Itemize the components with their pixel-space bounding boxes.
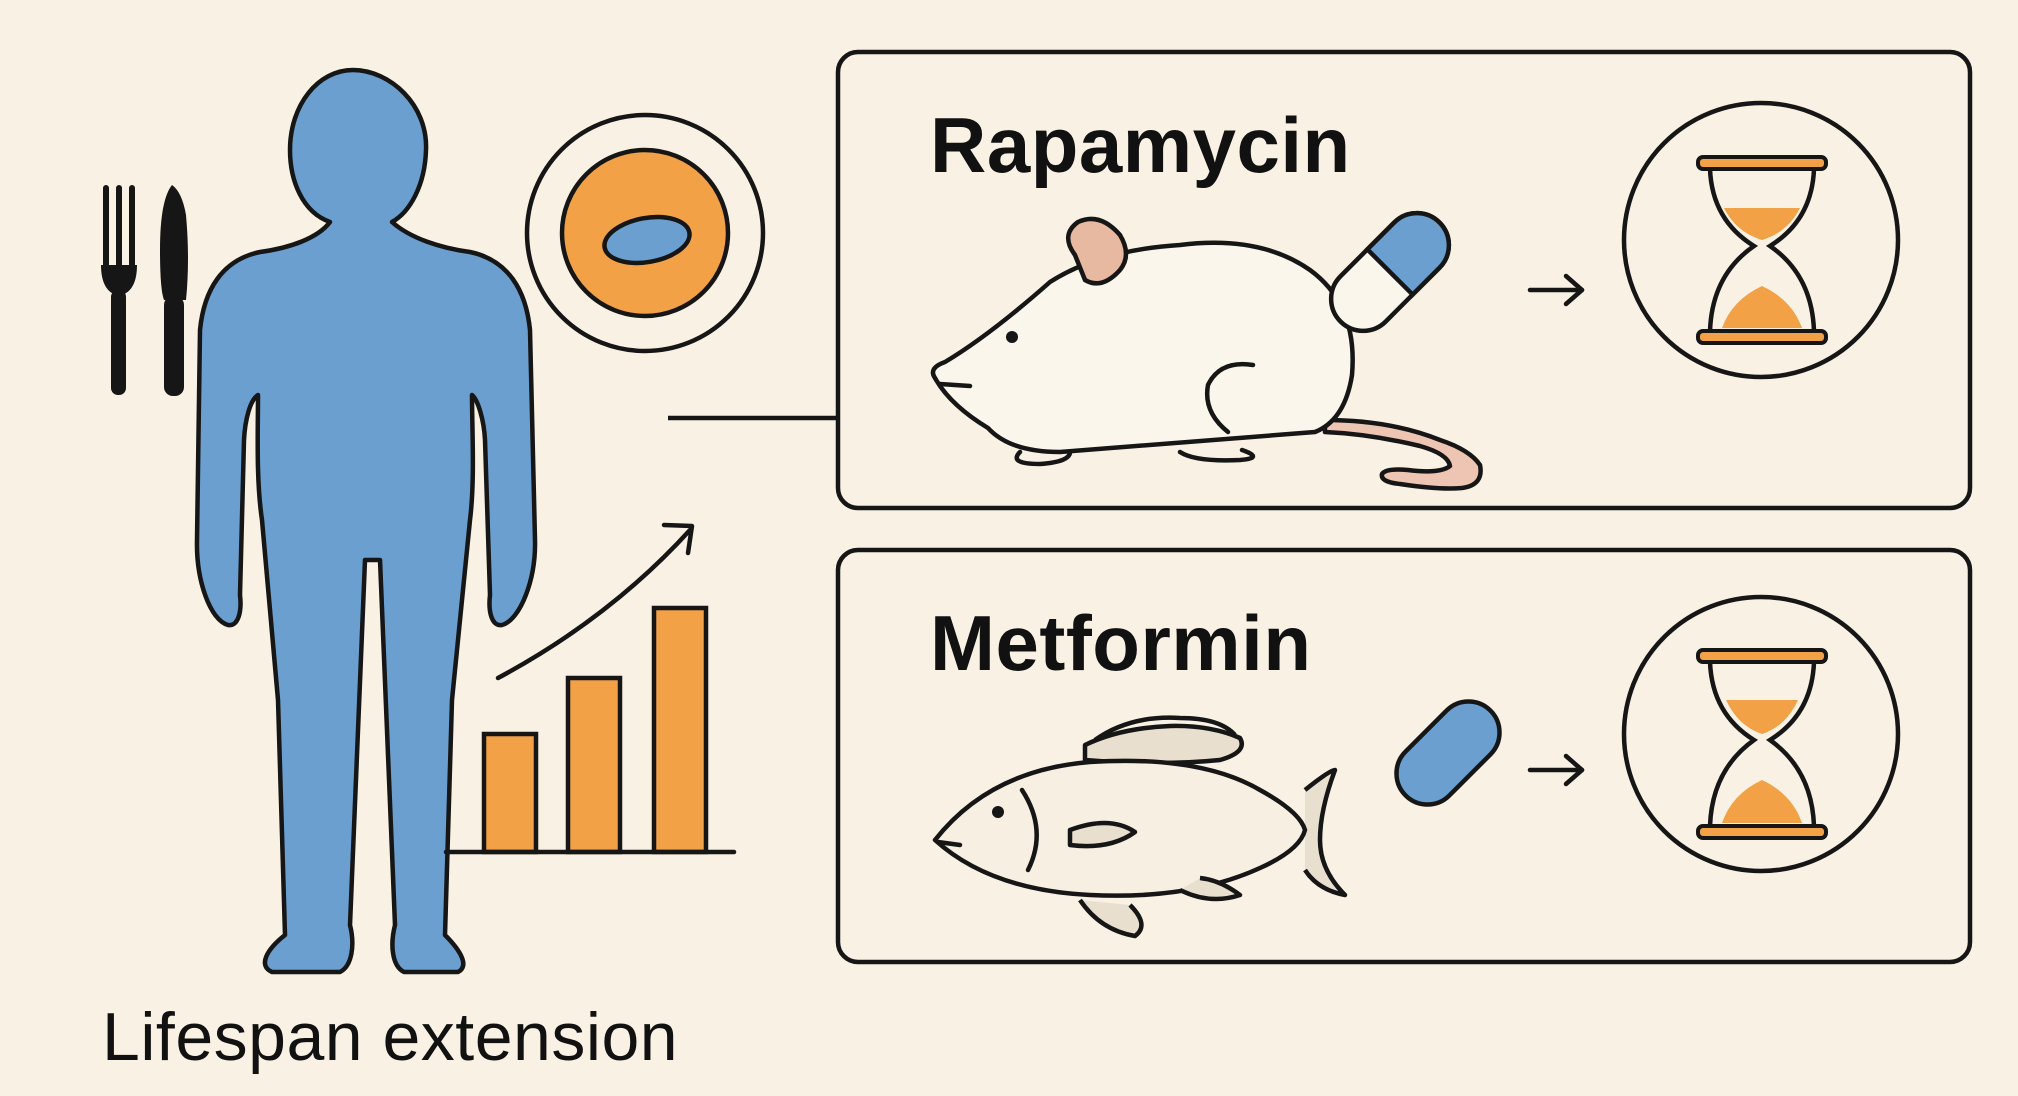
bar-chart-icon (443, 605, 737, 855)
pill-icon (1394, 699, 1502, 807)
hourglass-icon (1621, 100, 1901, 380)
metformin-card (835, 547, 1973, 965)
trend-arrow-icon (495, 522, 695, 681)
rapamycin-title: Rapamycin (930, 101, 1351, 189)
fish-icon (932, 715, 1348, 939)
fork-icon (101, 185, 137, 395)
human-silhouette-icon (194, 67, 538, 975)
arrow-right-icon (1527, 273, 1585, 307)
knife-icon (160, 185, 188, 396)
lifespan-extension-label: Lifespan extension (102, 999, 679, 1075)
metformin-title: Metformin (930, 599, 1312, 687)
hourglass-icon (1621, 594, 1901, 874)
cell-icon (524, 112, 766, 354)
mouse-icon (930, 216, 1483, 491)
rapamycin-card (835, 49, 1973, 511)
capsule-icon (1328, 210, 1452, 334)
arrow-right-icon (1527, 753, 1585, 787)
